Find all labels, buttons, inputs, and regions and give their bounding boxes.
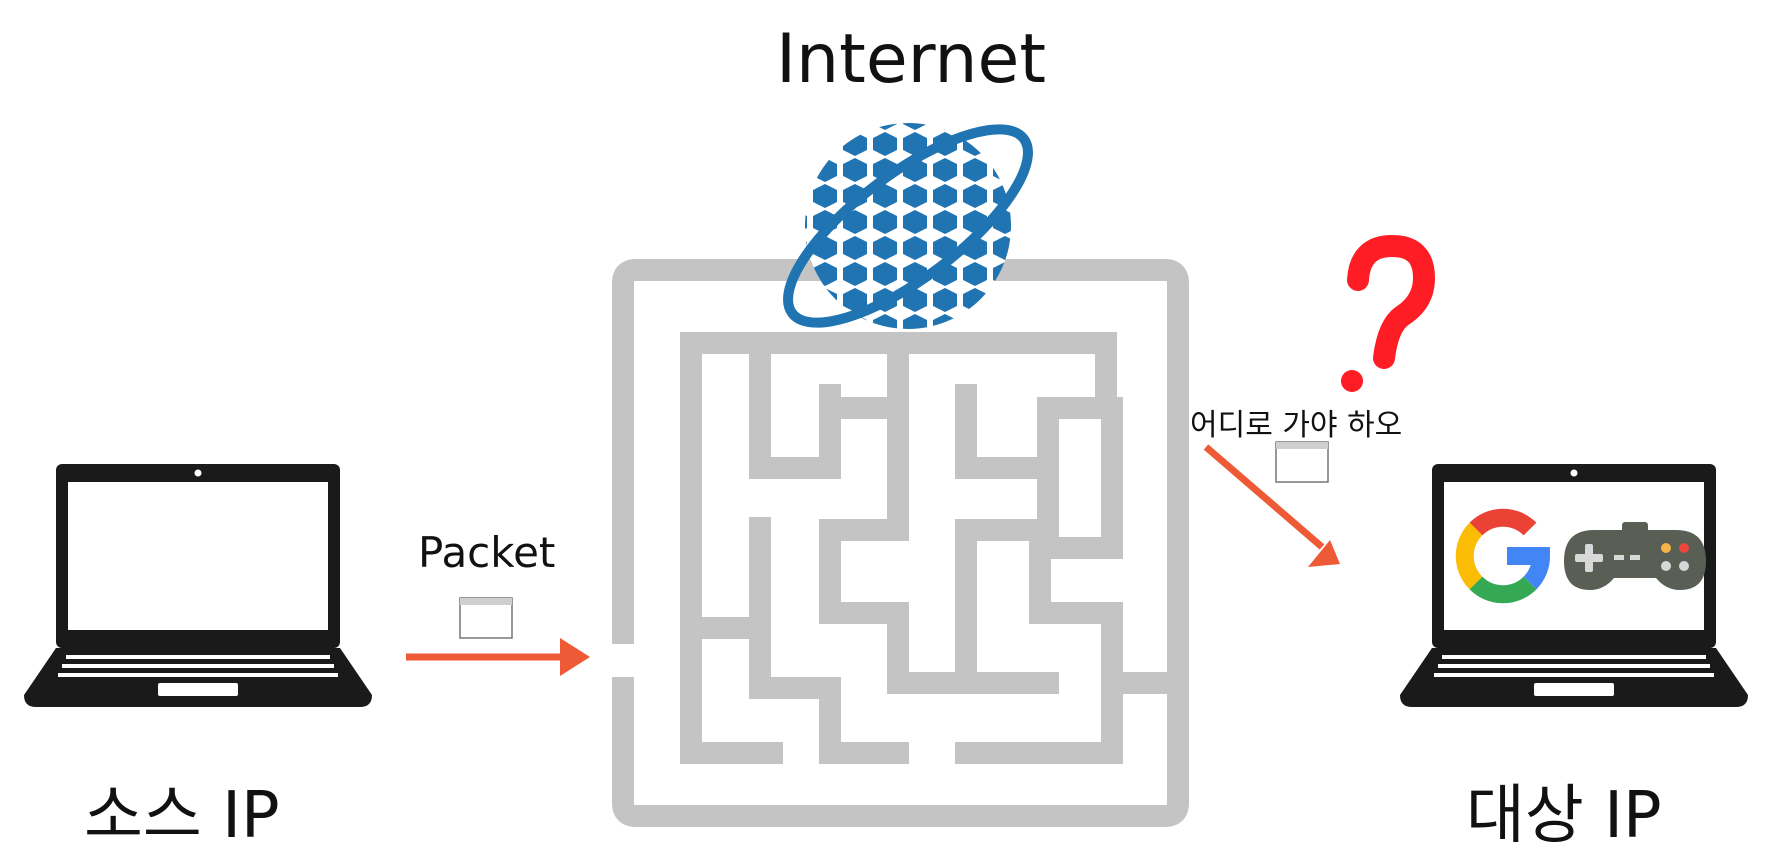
google-icon bbox=[1455, 508, 1551, 604]
arrow-to-destination bbox=[1203, 444, 1340, 567]
gamepad-icon bbox=[1564, 522, 1706, 590]
source-laptop-icon bbox=[24, 464, 372, 707]
maze-icon bbox=[612, 259, 1189, 827]
globe-icon bbox=[783, 123, 1033, 329]
packet-label: Packet bbox=[418, 528, 556, 577]
arrow-to-internet bbox=[406, 638, 590, 676]
packet-icon-destination bbox=[1275, 441, 1329, 483]
packet-icon bbox=[459, 597, 513, 639]
destination-ip-label: 대상 IP bbox=[1466, 779, 1662, 853]
internet-title: Internet bbox=[776, 20, 1047, 99]
question-text: 어디로 가야 하오 bbox=[1190, 408, 1403, 443]
question-mark-icon bbox=[1341, 234, 1436, 392]
source-ip-label: 소스 IP bbox=[84, 779, 280, 853]
